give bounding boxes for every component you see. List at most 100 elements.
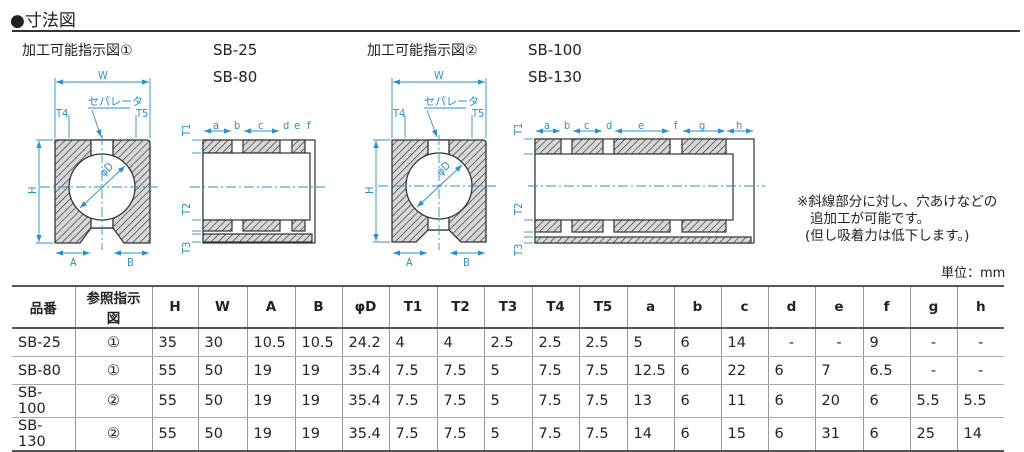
table-cell: 7.5 — [578, 384, 627, 418]
dim-b-2: b — [564, 119, 570, 132]
table-cell: 24.2 — [341, 328, 389, 357]
part-number-cell: SB-80 — [12, 356, 75, 385]
table-cell: 15 — [720, 417, 768, 452]
column-header: b — [673, 285, 721, 329]
table-cell: - — [956, 356, 1004, 385]
table-cell: 2.5 — [578, 328, 627, 357]
table-cell: 35.4 — [341, 417, 389, 452]
machining-note: ※斜線部分に対し、穴あけなどの 追加工が可能です。 (但し吸着力は低下します。) — [797, 194, 997, 245]
table-cell: 7.5 — [578, 356, 627, 385]
diagram1-side-view — [202, 139, 316, 244]
table-cell: 11 — [720, 384, 768, 418]
dim-b: b — [234, 119, 240, 132]
dim-d: d — [283, 119, 289, 132]
dim-T2: T2 — [180, 203, 193, 216]
table-cell: 2.5 — [531, 328, 579, 357]
table-cell: 7.5 — [531, 384, 579, 418]
section-title: ●寸法図 — [10, 11, 76, 31]
diagram1-model-2: SB-80 — [213, 68, 258, 86]
dim-T3: T3 — [180, 242, 193, 255]
column-header: 品番 — [12, 285, 75, 329]
column-header: c — [720, 285, 768, 329]
table-cell: 9 — [862, 328, 910, 357]
dim-B: B — [127, 256, 134, 269]
table-cell: 10.5 — [294, 328, 342, 357]
part-number-cell: SB-25 — [12, 328, 75, 357]
dim-T2-2: T2 — [512, 203, 525, 216]
diagram1-label: 加工可能指示図① — [22, 43, 133, 59]
table-cell: 35.4 — [341, 356, 389, 385]
dim-e-2: e — [638, 119, 644, 132]
table-cell: 55 — [151, 417, 198, 452]
table-cell: 6 — [673, 384, 721, 418]
dim-T1-2: T1 — [512, 123, 525, 136]
table-cell: 6 — [862, 417, 910, 452]
table-cell: 35.4 — [341, 384, 389, 418]
table-cell: 55 — [151, 356, 198, 385]
table-cell: 55 — [151, 384, 198, 418]
dim-A: A — [70, 256, 77, 269]
diagram1-dimension-lines — [36, 78, 160, 256]
diagram2-label: 加工可能指示図② — [367, 43, 478, 59]
table-cell: - — [909, 356, 957, 385]
dim-T4: T4 — [55, 107, 68, 120]
column-header: T2 — [436, 285, 484, 329]
table-cell: 5 — [483, 356, 532, 385]
table-cell: 7.5 — [388, 384, 437, 418]
dim-T3-2: T3 — [512, 244, 525, 257]
dim-e: e — [294, 119, 300, 132]
column-header: T5 — [578, 285, 627, 329]
table-cell: 19 — [294, 417, 342, 452]
table-cell: 6 — [767, 384, 815, 418]
table-cell: 20 — [814, 384, 863, 418]
dim-d-2: d — [606, 119, 612, 132]
table-cell: 13 — [626, 384, 674, 418]
part-number-cell: SB-100 — [12, 384, 75, 418]
unit-label: 単位：mm — [941, 266, 1006, 281]
table-cell: 6 — [673, 417, 721, 452]
dim-c: c — [258, 119, 263, 132]
table-cell: 2.5 — [483, 328, 532, 357]
table-cell: ② — [74, 417, 152, 452]
table-cell: 7 — [814, 356, 863, 385]
dim-c-2: c — [584, 119, 589, 132]
dimension-drawings: W T4 T5 セパレータ φD H A B a b c d e f T1 T2… — [26, 69, 765, 269]
dim-A-2: A — [406, 256, 413, 269]
title-divider — [12, 30, 1020, 32]
table-cell: - — [956, 328, 1004, 357]
table-cell: 50 — [197, 356, 247, 385]
table-cell: 6 — [767, 417, 815, 452]
column-header: H — [151, 285, 198, 329]
dim-T4-2: T4 — [392, 107, 405, 120]
column-header: e — [814, 285, 863, 329]
diagram2-model-1: SB-100 — [528, 41, 582, 59]
table-cell: 19 — [246, 356, 295, 385]
column-header: f — [862, 285, 910, 329]
diagram1-side-dimension-lines — [190, 128, 325, 243]
note-line-2: 追加工が可能です。 — [810, 211, 931, 227]
table-cell: 5 — [483, 384, 532, 418]
table-cell: ① — [74, 356, 152, 385]
table-cell: 10.5 — [246, 328, 295, 357]
table-cell: 7.5 — [578, 417, 627, 452]
table-cell: 50 — [197, 417, 247, 452]
dim-a: a — [213, 119, 219, 132]
column-header: T4 — [531, 285, 579, 329]
column-header: d — [767, 285, 815, 329]
table-cell: 14 — [956, 417, 1004, 452]
table-cell: 19 — [294, 356, 342, 385]
dim-B-2: B — [463, 256, 470, 269]
table-cell: 6 — [862, 384, 910, 418]
part-number-cell: SB-130 — [12, 417, 75, 452]
table-cell: ① — [74, 328, 152, 357]
dim-separator: セパレータ — [88, 95, 143, 108]
table-cell: - — [814, 328, 863, 357]
table-cell: 14 — [720, 328, 768, 357]
table-cell: 6 — [673, 356, 721, 385]
table-cell: 6 — [767, 356, 815, 385]
table-cell: 19 — [294, 384, 342, 418]
dim-T1: T1 — [180, 124, 193, 137]
